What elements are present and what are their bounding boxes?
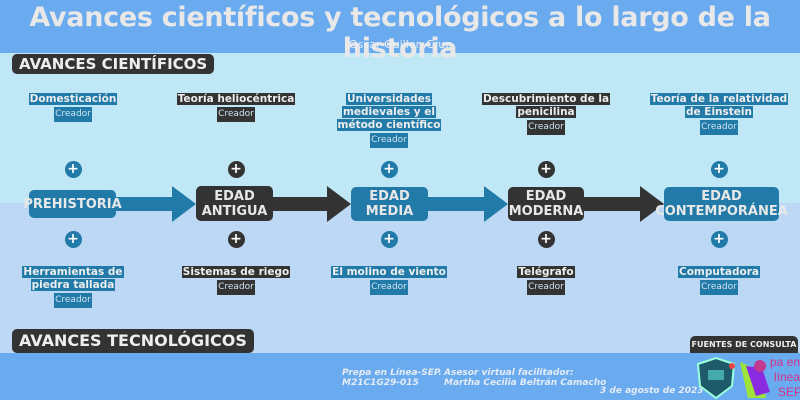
tech-item-creator: Creador bbox=[527, 280, 565, 295]
era-node[interactable]: EDAD CONTEMPORÁNEA bbox=[655, 187, 788, 221]
tech-item-title: Telégrafo bbox=[517, 266, 575, 278]
science-item-title-wrap: Domesticación bbox=[3, 93, 143, 106]
science-item-creator: Creador bbox=[527, 120, 565, 135]
sources-button[interactable]: FUENTES DE CONSULTA bbox=[690, 336, 798, 353]
science-item[interactable]: Universidades medievales y el método cie… bbox=[319, 93, 459, 148]
tech-item-title-wrap: Herramientas de piedra tallada bbox=[3, 266, 143, 292]
arrow-icon bbox=[116, 186, 196, 222]
expand-plus-icon[interactable]: + bbox=[380, 161, 398, 178]
badge-logo-icon bbox=[696, 356, 736, 400]
science-item-title: Domesticación bbox=[28, 93, 118, 105]
svg-text:SEP: SEP bbox=[778, 385, 800, 399]
svg-text:pa en: pa en bbox=[770, 355, 800, 369]
tech-item-title-wrap: El molino de viento bbox=[319, 266, 459, 279]
science-item-title: Descubrimiento de la penicilina bbox=[481, 93, 611, 118]
science-item-title: Teoría de la relatividad de Einstein bbox=[649, 93, 789, 118]
era-name: EDAD MODERNA bbox=[508, 189, 584, 219]
era-node[interactable]: EDAD MEDIA bbox=[351, 187, 428, 221]
era-node[interactable]: EDAD MODERNA bbox=[508, 187, 584, 221]
expand-plus-icon[interactable]: + bbox=[64, 231, 82, 248]
arrow-icon bbox=[584, 186, 664, 222]
expand-plus-icon[interactable]: + bbox=[380, 231, 398, 248]
institution: Prepa en Línea-SEP. bbox=[342, 368, 442, 378]
expand-plus-icon[interactable]: + bbox=[227, 231, 245, 248]
tech-item-title: Sistemas de riego bbox=[181, 266, 291, 278]
era-name: PREHISTORIA bbox=[23, 196, 122, 212]
title-band bbox=[0, 0, 800, 53]
expand-plus-icon[interactable]: + bbox=[710, 161, 728, 178]
era-name: EDAD MEDIA bbox=[365, 189, 414, 219]
expand-plus-icon[interactable]: + bbox=[537, 231, 555, 248]
expand-plus-icon[interactable]: + bbox=[227, 161, 245, 178]
advisor-info: Asesor virtual facilitador:Martha Cecili… bbox=[444, 368, 606, 388]
tech-item-title: Herramientas de piedra tallada bbox=[22, 266, 124, 291]
footer-band bbox=[0, 353, 800, 400]
science-item-creator: Creador bbox=[700, 120, 738, 135]
author: Oscar Guillen Cruz bbox=[348, 38, 452, 51]
tech-item-title-wrap: Sistemas de riego bbox=[166, 266, 306, 279]
tech-item-title: El molino de viento bbox=[331, 266, 447, 278]
section-scientific: AVANCES CIENTÍFICOS bbox=[12, 54, 215, 74]
science-item-creator: Creador bbox=[217, 107, 255, 122]
advisor-label: Asesor virtual facilitador: bbox=[444, 368, 574, 378]
science-item-title: Universidades medievales y el método cie… bbox=[336, 93, 442, 131]
tech-item-title-wrap: Computadora bbox=[649, 266, 789, 279]
advisor-name: Martha Cecilia Beltrán Camacho bbox=[444, 378, 607, 388]
section-technological: AVANCES TECNOLÓGICOS bbox=[12, 329, 254, 353]
institution-info: Prepa en Línea-SEP.M21C1G29-015 bbox=[342, 368, 442, 388]
tech-item-creator: Creador bbox=[217, 280, 255, 295]
tech-item-title-wrap: Telégrafo bbox=[476, 266, 616, 279]
expand-plus-icon[interactable]: + bbox=[64, 161, 82, 178]
tech-item-creator: Creador bbox=[700, 280, 738, 295]
page-title: Avances científicos y tecnológicos a lo … bbox=[29, 2, 771, 64]
tech-item-creator: Creador bbox=[370, 280, 408, 295]
technology-band bbox=[0, 203, 800, 353]
science-item-title-wrap: Descubrimiento de la penicilina bbox=[476, 93, 616, 119]
expand-plus-icon[interactable]: + bbox=[537, 161, 555, 178]
tech-item-title: Computadora bbox=[678, 266, 760, 278]
science-item-creator: Creador bbox=[370, 133, 408, 148]
science-item-title: Teoría heliocéntrica bbox=[176, 93, 296, 105]
arrow-icon bbox=[428, 186, 508, 222]
era-name: EDAD CONTEMPORÁNEA bbox=[655, 189, 788, 219]
svg-text:línea: línea bbox=[774, 370, 800, 384]
group-code: M21C1G29-015 bbox=[342, 378, 419, 388]
expand-plus-icon[interactable]: + bbox=[710, 231, 728, 248]
science-item-title-wrap: Universidades medievales y el método cie… bbox=[319, 93, 459, 132]
tech-item-creator: Creador bbox=[54, 293, 92, 308]
science-item-title-wrap: Teoría de la relatividad de Einstein bbox=[649, 93, 789, 119]
era-node[interactable]: PREHISTORIA bbox=[23, 190, 122, 218]
era-node[interactable]: EDAD ANTIGUA bbox=[196, 186, 273, 221]
date: 3 de agosto de 2023 bbox=[600, 386, 704, 396]
science-item-creator: Creador bbox=[54, 107, 92, 122]
arrow-icon bbox=[273, 186, 351, 222]
era-name: EDAD ANTIGUA bbox=[201, 188, 268, 219]
science-item-title-wrap: Teoría heliocéntrica bbox=[166, 93, 306, 106]
